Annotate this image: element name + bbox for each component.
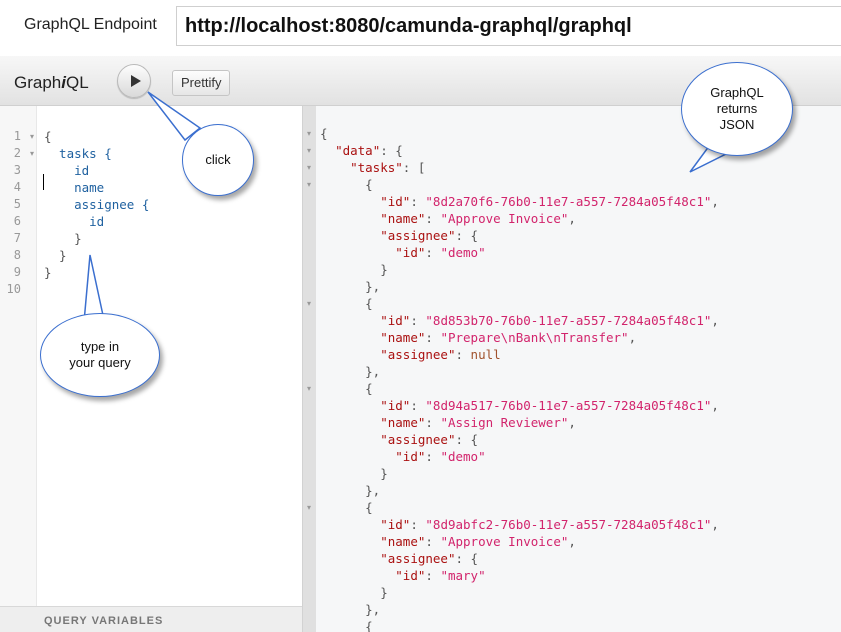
query-line[interactable]: } bbox=[44, 231, 82, 246]
result-line: "data": { bbox=[335, 143, 403, 158]
play-icon bbox=[131, 75, 141, 87]
fold-icon[interactable]: ▾ bbox=[307, 299, 312, 308]
line-number: 4 bbox=[13, 180, 21, 194]
query-line[interactable]: } bbox=[44, 248, 67, 263]
result-line: { bbox=[320, 381, 373, 396]
query-variables-label: QUERY VARIABLES bbox=[44, 615, 164, 627]
callout-click: click bbox=[182, 124, 254, 196]
query-line[interactable]: id bbox=[44, 163, 90, 178]
result-line: "id": "mary" bbox=[395, 568, 486, 583]
result-line: { bbox=[320, 619, 373, 632]
fold-icon[interactable]: ▾ bbox=[307, 129, 312, 138]
query-line[interactable]: } bbox=[44, 265, 52, 280]
result-line: }, bbox=[320, 279, 381, 294]
result-line: { bbox=[320, 177, 373, 192]
result-line: { bbox=[320, 296, 373, 311]
result-line: "name": "Assign Reviewer", bbox=[380, 415, 576, 430]
query-line[interactable]: assignee { bbox=[44, 197, 150, 212]
result-line: "name": "Prepare\nBank\nTransfer", bbox=[380, 330, 637, 345]
endpoint-label: GraphQL Endpoint bbox=[24, 16, 157, 33]
fold-icon[interactable]: ▾ bbox=[307, 180, 312, 189]
pane-divider[interactable] bbox=[302, 106, 316, 632]
result-line: "id": "8d9abfc2-76b0-11e7-a557-7284a05f4… bbox=[380, 517, 719, 532]
line-number: 1 bbox=[13, 129, 21, 143]
fold-icon[interactable]: ▾ bbox=[307, 503, 312, 512]
result-line: { bbox=[320, 126, 328, 141]
line-number: 7 bbox=[13, 231, 21, 245]
result-line: "id": "8d94a517-76b0-11e7-a557-7284a05f4… bbox=[380, 398, 719, 413]
result-line: "tasks": [ bbox=[350, 160, 426, 175]
result-line: { bbox=[320, 500, 373, 515]
line-number: 2 bbox=[13, 146, 21, 160]
query-line[interactable]: tasks { bbox=[44, 146, 112, 161]
result-line: "id": "demo" bbox=[395, 245, 486, 260]
result-line: }, bbox=[320, 483, 381, 498]
line-number: 3 bbox=[13, 163, 21, 177]
result-line: } bbox=[320, 262, 388, 277]
result-line: "id": "demo" bbox=[395, 449, 486, 464]
result-line: "assignee": { bbox=[380, 551, 479, 566]
line-number: 6 bbox=[13, 214, 21, 228]
result-line: "assignee": null bbox=[380, 347, 501, 362]
line-number: 8 bbox=[13, 248, 21, 262]
execute-query-button[interactable] bbox=[117, 64, 151, 98]
result-line: "assignee": { bbox=[380, 228, 479, 243]
result-line: "id": "8d853b70-76b0-11e7-a557-7284a05f4… bbox=[380, 313, 719, 328]
endpoint-bar: GraphQL Endpoint http://localhost:8080/c… bbox=[0, 0, 841, 55]
line-number: 5 bbox=[13, 197, 21, 211]
fold-icon[interactable]: ▾ bbox=[307, 384, 312, 393]
query-line[interactable]: id bbox=[44, 214, 105, 229]
graphiql-logo: GraphiQL bbox=[14, 73, 89, 92]
line-gutter: 1 ▾ 2 ▾ 3 4 5 6 7 8 9 10 bbox=[0, 106, 37, 606]
fold-icon[interactable]: ▾ bbox=[30, 149, 35, 158]
query-variables-bar[interactable]: QUERY VARIABLES bbox=[0, 606, 302, 632]
text-cursor bbox=[43, 174, 44, 190]
result-line: "name": "Approve Invoice", bbox=[380, 534, 576, 549]
fold-icon[interactable]: ▾ bbox=[307, 146, 312, 155]
query-line[interactable]: { bbox=[44, 129, 52, 144]
line-number: 9 bbox=[13, 265, 21, 279]
result-line: "id": "8d2a70f6-76b0-11e7-a557-7284a05f4… bbox=[380, 194, 719, 209]
endpoint-url-input[interactable]: http://localhost:8080/camunda-graphql/gr… bbox=[176, 6, 841, 46]
callout-returns-json: GraphQL returns JSON bbox=[681, 62, 793, 156]
result-line: }, bbox=[320, 602, 381, 617]
callout-type-query: type in your query bbox=[40, 313, 160, 397]
prettify-button[interactable]: Prettify bbox=[172, 70, 231, 96]
fold-icon[interactable]: ▾ bbox=[30, 132, 35, 141]
result-line: } bbox=[320, 466, 388, 481]
result-line: } bbox=[320, 585, 388, 600]
result-viewer: { "data": { "tasks": [ { "id": "8d2a70f6… bbox=[316, 106, 841, 632]
result-line: "name": "Approve Invoice", bbox=[380, 211, 576, 226]
fold-icon[interactable]: ▾ bbox=[307, 163, 312, 172]
line-number: 10 bbox=[6, 282, 21, 296]
query-line[interactable]: name bbox=[44, 180, 105, 195]
result-line: "assignee": { bbox=[380, 432, 479, 447]
result-line: }, bbox=[320, 364, 381, 379]
